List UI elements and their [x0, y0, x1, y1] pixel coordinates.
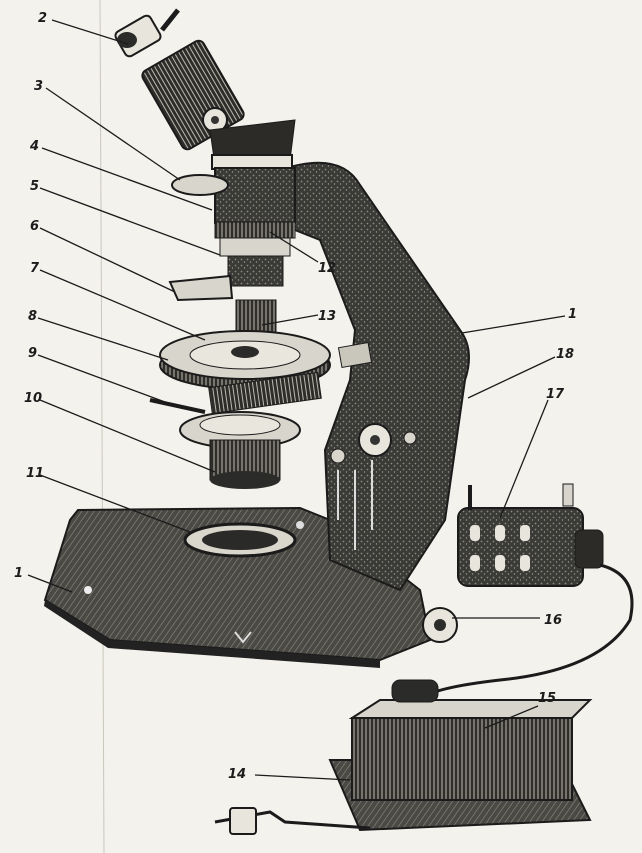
callout-3: 3: [34, 79, 43, 94]
compensator-clamp: [168, 274, 234, 302]
rotating-stage: [159, 330, 331, 415]
illuminator: [422, 483, 604, 643]
eyepiece-tube: [114, 8, 296, 170]
plug-icon: [229, 807, 257, 835]
callout-12: 12: [318, 261, 336, 276]
callout-14: 14: [228, 767, 246, 782]
callout-labels: 2 3 4 5 6 7 8 9 10 11 1 12 13 14 15 16 1…: [14, 11, 577, 782]
callout-8: 8: [28, 309, 37, 324]
base-screw-icon: [296, 521, 304, 529]
callout-17: 17: [546, 387, 565, 402]
callout-4: 4: [29, 139, 39, 154]
callout-15: 15: [538, 691, 556, 706]
callout-2: 2: [38, 11, 47, 26]
callout-9: 9: [28, 346, 37, 361]
callout-1-base: 1: [14, 566, 23, 581]
tube-collar: [211, 154, 293, 170]
transformer-knob: [391, 679, 439, 703]
leader-lines: [27, 19, 566, 781]
base-screw-icon: [84, 586, 92, 594]
power-cord: [418, 563, 634, 702]
callout-5: 5: [30, 179, 39, 194]
callout-1-arm: 1: [568, 307, 577, 322]
callout-10: 10: [24, 391, 42, 406]
fold-line: [99, 0, 105, 853]
nosepiece-column: [168, 167, 296, 341]
callout-16: 16: [544, 613, 562, 628]
callout-7: 7: [30, 261, 40, 276]
microscope-arm: [278, 161, 470, 592]
transformer: [214, 679, 593, 835]
lamp-adjust-screw: [562, 483, 574, 507]
callout-6: 6: [30, 219, 39, 234]
mount-plate: [337, 341, 373, 369]
callout-13: 13: [318, 309, 336, 324]
analyzer-slot: [171, 174, 229, 196]
callout-11: 11: [26, 466, 44, 481]
callout-18: 18: [556, 347, 574, 362]
condenser: [149, 398, 301, 489]
